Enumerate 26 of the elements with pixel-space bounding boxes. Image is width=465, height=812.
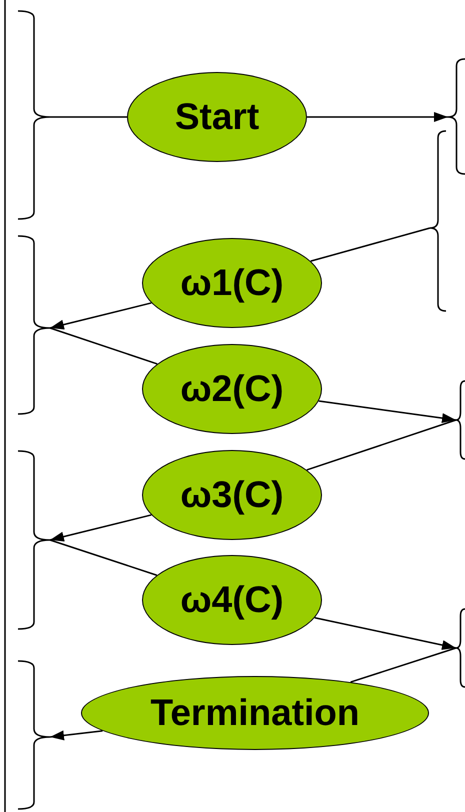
connector-line bbox=[50, 539, 158, 576]
arrow bbox=[314, 617, 456, 650]
connector-line bbox=[310, 227, 430, 262]
curly-brace bbox=[456, 608, 465, 688]
curly-brace bbox=[18, 235, 50, 415]
arrow bbox=[50, 730, 103, 740]
node-label: ω3(C) bbox=[180, 474, 284, 516]
curly-brace bbox=[18, 660, 50, 810]
connector-line bbox=[306, 419, 456, 471]
arrow bbox=[50, 302, 152, 330]
node-label: ω1(C) bbox=[180, 262, 284, 304]
node-label: Termination bbox=[150, 692, 360, 734]
curly-brace bbox=[18, 450, 50, 630]
node-label: ω2(C) bbox=[180, 368, 284, 410]
arrow bbox=[50, 514, 152, 542]
connector-line bbox=[350, 647, 456, 683]
node-label: ω4(C) bbox=[180, 579, 284, 621]
curly-brace bbox=[456, 380, 465, 460]
node-label: Start bbox=[174, 96, 260, 138]
connector-line bbox=[50, 327, 158, 365]
connector-line bbox=[50, 116, 127, 118]
arrow bbox=[318, 400, 456, 424]
arrow bbox=[307, 112, 448, 122]
curly-brace bbox=[18, 10, 50, 220]
curly-brace bbox=[448, 58, 465, 175]
curly-brace bbox=[430, 130, 446, 312]
